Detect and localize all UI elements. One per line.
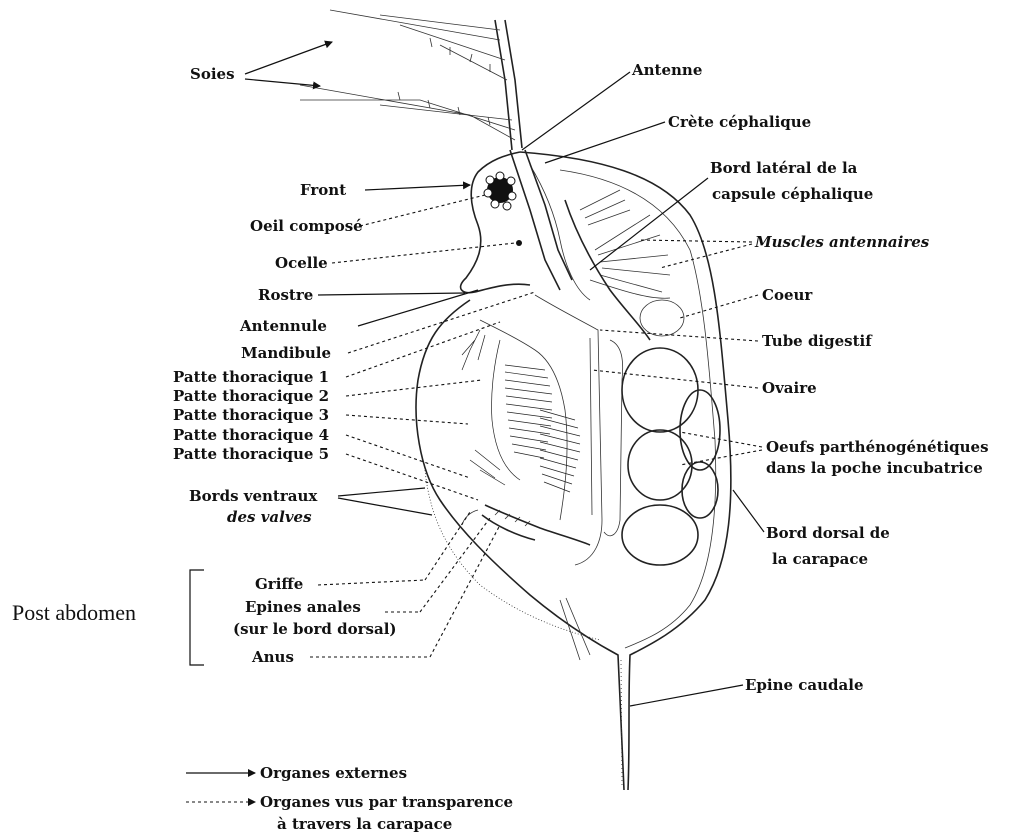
- antenna-base: [510, 150, 572, 290]
- label-patte1: Patte thoracique 1: [173, 368, 329, 386]
- leader-oeufs-1: [680, 432, 762, 447]
- leader-rostre: [318, 293, 465, 295]
- leader-bord-dorsal: [733, 490, 764, 532]
- label-bord-dorsal-1: Bord dorsal de: [766, 524, 890, 542]
- digestive-tube: [535, 295, 602, 565]
- label-soies: Soies: [190, 65, 235, 83]
- label-bord-lateral-2: capsule céphalique: [712, 185, 873, 203]
- arrow-soies-1: [245, 42, 332, 74]
- label-tube: Tube digestif: [762, 332, 873, 350]
- label-oeil: Oeil composé: [250, 217, 363, 235]
- label-mandibule: Mandibule: [241, 344, 331, 362]
- carapace-outline: [416, 152, 731, 790]
- label-front: Front: [300, 181, 346, 199]
- label-bords-ventraux-2: des valves: [227, 508, 312, 526]
- label-coeur: Coeur: [762, 286, 813, 304]
- post-abdomen: [482, 505, 590, 545]
- label-epines-1: Epines anales: [245, 598, 361, 616]
- head-inner: [530, 165, 590, 300]
- label-epine-caudale: Epine caudale: [745, 676, 864, 694]
- label-bord-dorsal-2: la carapace: [772, 550, 868, 568]
- leader-ovaire: [592, 370, 758, 388]
- label-patte3: Patte thoracique 3: [173, 406, 329, 424]
- claw: [462, 510, 478, 525]
- leader-epines-2: [420, 518, 490, 612]
- thorax-outline: [480, 320, 567, 520]
- leader-patte1: [346, 322, 500, 377]
- leader-patte2: [346, 380, 482, 396]
- leader-antenne: [522, 72, 630, 150]
- label-muscles: Muscles antennaires: [754, 233, 930, 251]
- leader-tube: [600, 330, 758, 341]
- label-patte4: Patte thoracique 4: [173, 426, 329, 444]
- antenna-branches: [300, 10, 522, 150]
- leader-coeur: [680, 295, 758, 318]
- label-griffe: Griffe: [255, 575, 303, 593]
- ovary: [604, 340, 623, 536]
- label-rostre: Rostre: [258, 286, 313, 304]
- label-antennule: Antennule: [239, 317, 327, 335]
- label-oeufs-2: dans la poche incubatrice: [766, 459, 983, 477]
- legend-transparence-1: Organes vus par transparence: [260, 793, 513, 811]
- leader-patte3: [346, 415, 468, 424]
- label-bord-lateral-1: Bord latéral de la: [710, 159, 858, 177]
- parthenogenetic-eggs: [622, 348, 720, 565]
- leader-patte4: [346, 435, 470, 478]
- legend-externes: Organes externes: [260, 764, 407, 782]
- label-crete: Crète céphalique: [668, 113, 811, 131]
- label-epines-2: (sur le bord dorsal): [233, 620, 397, 638]
- label-ocelle: Ocelle: [275, 254, 328, 272]
- label-patte5: Patte thoracique 5: [173, 445, 329, 463]
- carapace-inner-line: [560, 170, 716, 648]
- label-patte2: Patte thoracique 2: [173, 387, 329, 405]
- leader-bords-ventraux-1: [338, 488, 425, 496]
- label-ovaire: Ovaire: [762, 379, 817, 397]
- legend-transparence-2: à travers la carapace: [277, 815, 452, 833]
- label-anus: Anus: [251, 648, 294, 666]
- compound-eye: [484, 172, 516, 210]
- leader-muscles-1: [640, 240, 752, 242]
- label-oeufs-1: Oeufs parthénogénétiques: [766, 438, 989, 456]
- leader-bords-ventraux-2: [338, 498, 432, 515]
- leader-oeil: [360, 195, 485, 226]
- label-antenne: Antenne: [631, 61, 702, 79]
- label-bords-ventraux-1: Bords ventraux: [189, 487, 318, 505]
- leader-griffe-1: [318, 580, 425, 585]
- arrow-soies-2: [245, 79, 320, 86]
- legend: Organes externes Organes vus par transpa…: [186, 764, 513, 833]
- leader-bord-lateral: [590, 178, 708, 270]
- thoracic-legs: [462, 330, 580, 492]
- leader-anus-2: [430, 525, 500, 657]
- post-abdomen-bracket: [190, 570, 204, 665]
- leader-epine-caudale: [630, 685, 743, 706]
- daphnia-drawing: [300, 10, 731, 790]
- leader-crete: [545, 122, 665, 163]
- arrow-front: [365, 185, 470, 190]
- ventral-margin: [425, 470, 600, 640]
- heart: [640, 300, 684, 336]
- head-outline: [461, 152, 530, 293]
- antennal-muscles: [580, 190, 670, 298]
- leader-ocelle: [332, 243, 515, 263]
- label-post-abdomen: Post abdomen: [12, 600, 136, 625]
- ocellus-dot: [516, 240, 522, 246]
